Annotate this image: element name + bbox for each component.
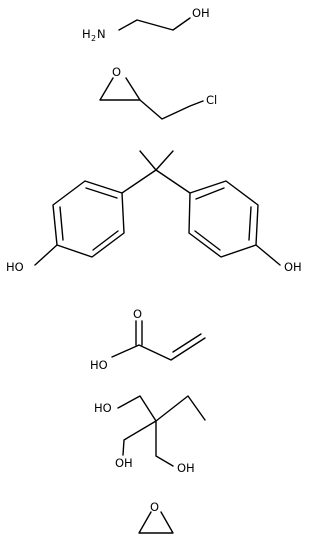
acrylic-hydroxyl-label: HO — [90, 358, 108, 372]
epoxide-oxygen-label: O — [112, 65, 121, 79]
epichlorohydrin-structure: O Cl — [99, 65, 217, 120]
epichlorohydrin-bonds — [99, 77, 204, 120]
left-phenyl-ring — [52, 180, 125, 258]
right-phenyl-double-bonds — [194, 187, 252, 251]
top-hydroxyl-label: HO — [94, 401, 112, 415]
chlorine-label: Cl — [206, 93, 217, 107]
ethanolamine-structure: H 2 N OH — [82, 6, 210, 43]
left-hydroxyl-label: OH — [115, 456, 133, 470]
acrylic-vinyl-double-bond — [172, 333, 202, 353]
carbonyl-oxygen-label: O — [133, 307, 142, 321]
ethanolamine-bonds — [118, 17, 191, 31]
acrylic-carbonyl-double-bond — [135, 320, 143, 346]
trimethylolpropane-structure: HO OH OH — [94, 395, 206, 475]
ethylene-oxide-ring — [138, 511, 174, 534]
acrylic-acid-bonds — [111, 337, 206, 361]
ethylene-oxide-oxygen-label: O — [150, 500, 159, 514]
ethanolamine-n-label: N — [97, 27, 106, 41]
ethanolamine-h-subscript: 2 — [91, 34, 96, 43]
right-hydroxyl-bond — [255, 244, 281, 266]
ethanolamine-h-label: H — [82, 27, 91, 41]
ethanolamine-oh-label: OH — [192, 6, 210, 20]
bisphenol-bridge-bonds — [121, 169, 191, 194]
bisphenol-a-structure: HO OH — [6, 150, 302, 274]
right-phenyl-ring — [188, 180, 259, 258]
right-hydroxyl-label: OH — [284, 260, 302, 274]
ethylene-oxide-structure: O — [138, 500, 174, 534]
left-hydroxyl-label: HO — [6, 260, 24, 274]
acrylic-acid-structure: O HO — [90, 307, 206, 372]
left-hydroxyl-bond — [34, 244, 58, 266]
bisphenol-methyl-bonds — [139, 150, 174, 171]
trimethylolpropane-bonds — [117, 395, 206, 467]
chemical-structures-canvas: H 2 N OH O Cl HO OH O HO HO OH O — [6, 6, 302, 534]
left-phenyl-double-bonds — [59, 187, 119, 251]
right-hydroxyl-label: OH — [177, 461, 195, 475]
